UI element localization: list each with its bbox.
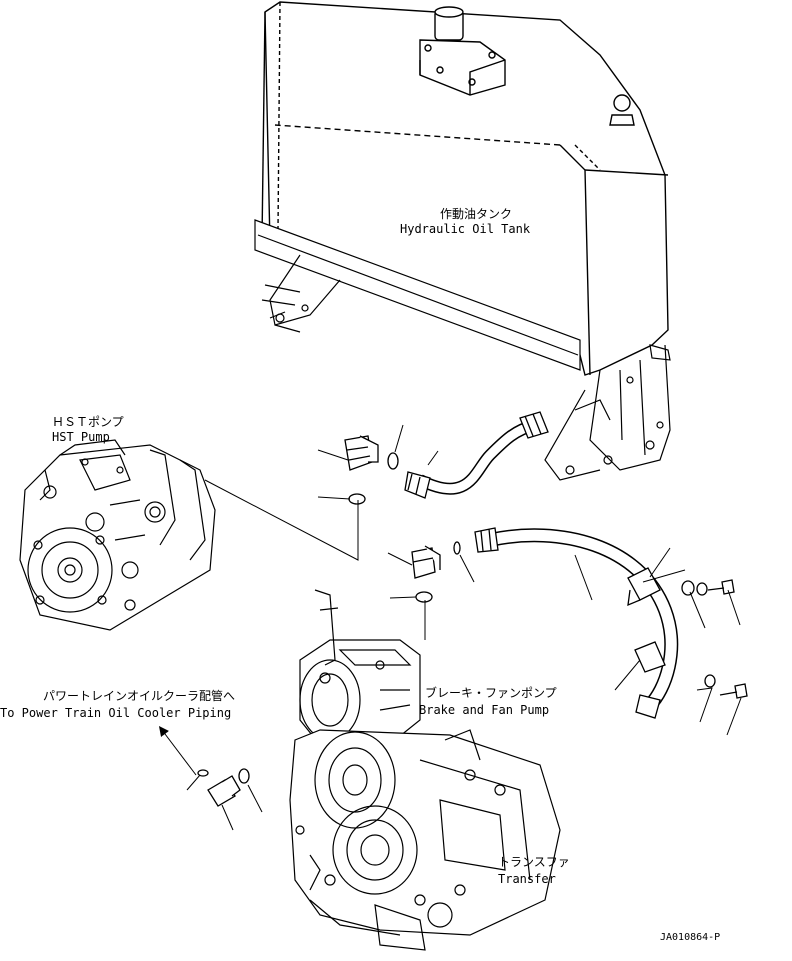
o-ring-upper bbox=[348, 493, 366, 505]
elbow-fitting-upper bbox=[344, 435, 379, 471]
brake-pump-label-jp: ブレーキ・ファンポンプ bbox=[425, 685, 557, 700]
hose-upper bbox=[404, 411, 549, 499]
elbow-fitting-lower bbox=[207, 775, 241, 807]
hydraulic-tank-label-en: Hydraulic Oil Tank bbox=[400, 222, 531, 236]
hydraulic-oil-tank bbox=[261, 1, 669, 376]
hst-pump-label-jp: ＨＳＴポンプ bbox=[52, 415, 124, 429]
o-ring-lower-small bbox=[197, 769, 209, 777]
transfer-assembly bbox=[289, 589, 561, 951]
hose-lower bbox=[474, 527, 679, 719]
tank-frame bbox=[254, 219, 671, 481]
drawing-code: JA010864-P bbox=[660, 932, 720, 943]
hydraulic-tank-label-jp: 作動油タンク bbox=[440, 207, 512, 221]
o-ring-upper-small bbox=[387, 452, 399, 470]
hst-pump bbox=[19, 439, 216, 631]
o-ring-lower bbox=[238, 768, 250, 784]
cooler-label-en: To Power Train Oil Cooler Piping bbox=[0, 706, 231, 720]
label-hst-pump: ＨＳＴポンプ HST Pump bbox=[52, 415, 124, 444]
label-hydraulic-tank: 作動油タンク Hydraulic Oil Tank bbox=[400, 207, 531, 236]
transfer-label-en: Transfer bbox=[498, 872, 556, 886]
bolt-upper bbox=[696, 579, 735, 596]
label-cooler: パワートレインオイルクーラ配管へ To Power Train Oil Cool… bbox=[0, 688, 235, 720]
washer-lower bbox=[704, 674, 716, 688]
washer-upper bbox=[681, 580, 695, 596]
label-brake-pump: ブレーキ・ファンポンプ Brake and Fan Pump bbox=[419, 685, 557, 717]
o-ring-middle bbox=[415, 591, 433, 603]
brake-pump-label-en: Brake and Fan Pump bbox=[419, 703, 549, 717]
cooler-label-jp: パワートレインオイルクーラ配管へ bbox=[43, 688, 235, 703]
transfer-label-jp: トランスファ bbox=[498, 855, 570, 869]
leader-lines bbox=[158, 424, 742, 831]
o-ring-middle-small bbox=[453, 541, 461, 555]
bolt-lower bbox=[719, 683, 748, 699]
elbow-fitting-middle bbox=[411, 545, 441, 579]
hst-pump-label-en: HST Pump bbox=[52, 430, 110, 444]
label-transfer: トランスファ Transfer bbox=[498, 855, 570, 886]
